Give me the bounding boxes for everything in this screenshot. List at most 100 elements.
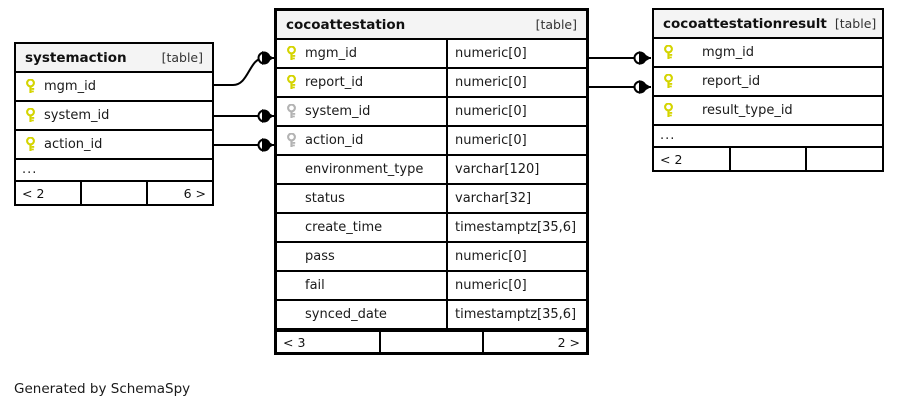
primary-key-icon [662,103,675,118]
table-footer: < 2 6 > [16,182,212,204]
table-row[interactable]: system_id numeric[0] [277,98,586,127]
crowsfoot-marker [639,80,651,94]
column-name-cell: create_time [277,214,446,241]
table-cocoattestationresult[interactable]: cocoattestationresult [table] mgm_id rep… [652,8,884,172]
table-row[interactable]: mgm_id [654,39,882,68]
zero-marker [257,51,271,65]
table-header-cocoattestation: cocoattestation [table] [277,11,586,40]
column-name-cell: report_id [277,69,446,96]
column-name: mgm_id [702,45,754,60]
generated-by-caption: Generated by SchemaSpy [14,381,191,397]
zero-marker [633,80,647,94]
column-name: mgm_id [305,46,357,61]
table-row[interactable]: fail numeric[0] [277,272,586,301]
table-name: cocoattestation [286,16,406,33]
table-tag: [table] [834,16,877,31]
column-type: numeric[0] [446,98,586,125]
column-name: report_id [305,75,364,90]
footer-middle-cell [378,332,483,352]
primary-key-icon [662,45,675,60]
column-name: system_id [305,104,371,119]
column-name-cell: synced_date [277,301,446,328]
table-row[interactable]: mgm_id [16,73,212,102]
column-name-cell: result_type_id [654,97,882,124]
footer-middle-cell [80,182,146,204]
footer-middle-cell [728,148,806,170]
table-cocoattestation[interactable]: cocoattestation [table] mgm_id numeric[0… [274,8,589,355]
column-name-cell: mgm_id [277,40,446,67]
primary-key-icon [662,74,675,89]
primary-key-icon [24,79,37,94]
column-name: result_type_id [702,103,793,118]
table-name: systemaction [25,49,127,66]
table-row[interactable]: pass numeric[0] [277,243,586,272]
column-name-cell: system_id [16,102,212,129]
table-footer: < 3 2 > [277,330,586,352]
table-systemaction[interactable]: systemaction [table] mgm_id system_id [14,42,214,206]
column-name: status [305,191,345,206]
table-row[interactable]: report_id [654,68,882,97]
more-columns-ellipsis: ... [654,126,882,148]
more-columns-ellipsis: ... [16,160,212,182]
column-name: report_id [702,74,761,89]
table-row[interactable]: system_id [16,102,212,131]
table-row[interactable]: report_id numeric[0] [277,69,586,98]
table-header-systemaction: systemaction [table] [16,44,212,73]
table-tag: [table] [535,17,577,32]
column-name-cell: environment_type [277,156,446,183]
table-tag: [table] [161,50,203,65]
footer-incoming-count[interactable]: < 2 [22,185,45,201]
crowsfoot-marker [639,51,651,65]
table-row[interactable]: status varchar[32] [277,185,586,214]
column-name-cell: status [277,185,446,212]
column-name-cell: action_id [16,131,212,158]
table-footer: < 2 [654,148,882,170]
footer-outgoing-count [805,148,882,170]
column-type: numeric[0] [446,69,586,96]
column-type: timestamptz[35,6] [446,301,586,328]
column-type: numeric[0] [446,243,586,270]
column-name-cell: pass [277,243,446,270]
table-row[interactable]: synced_date timestamptz[35,6] [277,301,586,330]
crowsfoot-marker [262,109,274,123]
footer-outgoing-count[interactable]: 6 > [146,182,212,204]
column-type: timestamptz[35,6] [446,214,586,241]
table-row[interactable]: result_type_id [654,97,882,126]
column-name: fail [305,278,325,293]
table-row[interactable]: environment_type varchar[120] [277,156,586,185]
column-name-cell: mgm_id [654,39,882,66]
column-type: varchar[120] [446,156,586,183]
footer-incoming-count[interactable]: < 2 [660,151,683,167]
column-type: varchar[32] [446,185,586,212]
primary-key-icon [24,137,37,152]
column-type: numeric[0] [446,127,586,154]
table-row[interactable]: create_time timestamptz[35,6] [277,214,586,243]
column-name: synced_date [305,307,387,322]
crowsfoot-marker [262,138,274,152]
zero-marker [257,109,271,123]
footer-incoming-count[interactable]: < 3 [283,334,306,350]
foreign-key-icon [285,133,298,148]
column-type: numeric[0] [446,272,586,299]
column-type: numeric[0] [446,40,586,67]
column-name: action_id [44,137,103,152]
column-name: environment_type [305,162,424,177]
column-name-cell: action_id [277,127,446,154]
column-name: action_id [305,133,364,148]
column-name: create_time [305,220,383,235]
column-name-cell: report_id [654,68,882,95]
crowsfoot-marker [262,51,274,65]
table-row[interactable]: action_id [16,131,212,160]
column-name-cell: mgm_id [16,73,212,100]
column-name-cell: system_id [277,98,446,125]
table-row[interactable]: action_id numeric[0] [277,127,586,156]
column-name: mgm_id [44,79,96,94]
zero-marker [257,138,271,152]
table-row[interactable]: mgm_id numeric[0] [277,40,586,69]
connector-systemaction-mgm-id [213,57,265,86]
column-name: pass [305,249,335,264]
table-header-cocoattestationresult: cocoattestationresult [table] [654,10,882,39]
primary-key-icon [24,108,37,123]
footer-outgoing-count[interactable]: 2 > [482,332,586,352]
